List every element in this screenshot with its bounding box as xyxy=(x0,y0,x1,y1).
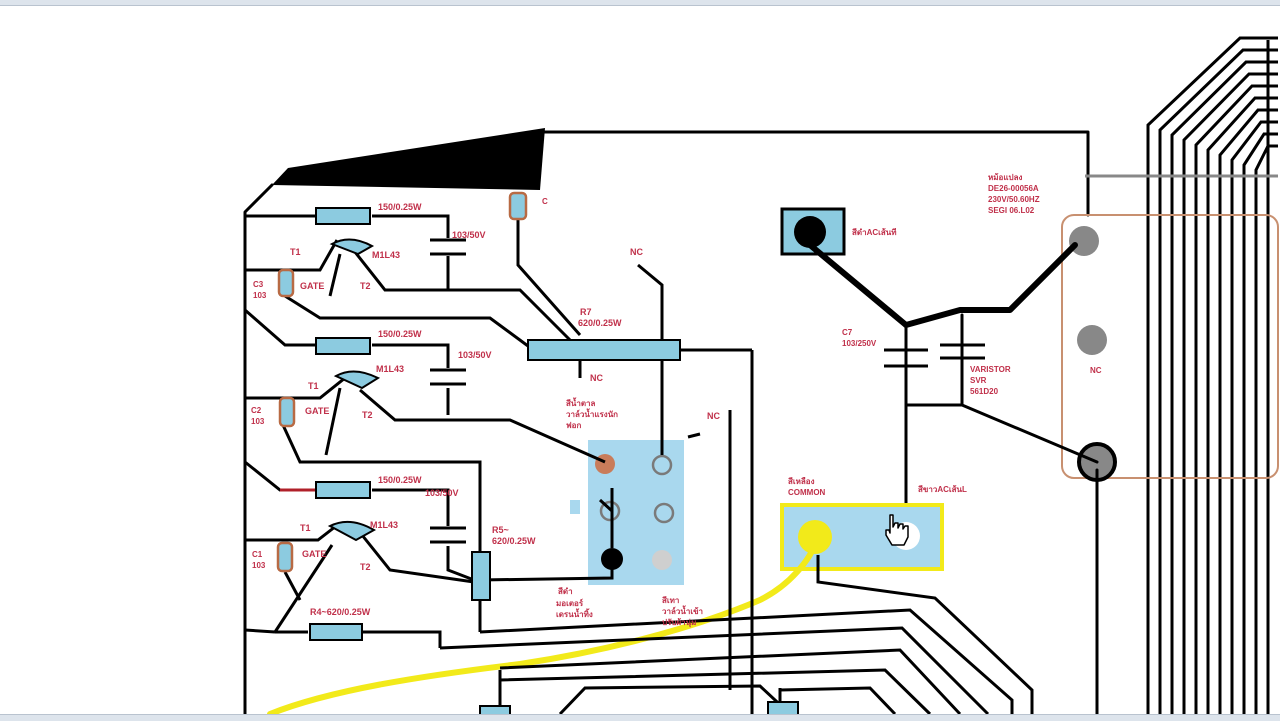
hand-pointer-icon xyxy=(885,514,909,546)
label-gray-3: ปรับผ้านุ่ม xyxy=(662,617,696,628)
resistor-top xyxy=(315,207,371,225)
label-varistor-2: SVR xyxy=(970,376,987,385)
label-r5: R5~ xyxy=(492,525,509,535)
label-transformer-4: SEGI 06.L02 xyxy=(988,206,1035,215)
label-ac-black: สีดำACเส้นที xyxy=(852,227,897,237)
label-brown-1: สีน้ำตาล xyxy=(566,397,596,408)
label-gray-2: วาล์วน้ำเข้า xyxy=(662,605,703,616)
ac-thick-wires xyxy=(807,242,1099,716)
label-brown-3: ฟอก xyxy=(566,421,581,430)
label-nc-connector: NC xyxy=(1090,366,1102,375)
label-t1-b: T1 xyxy=(308,381,319,391)
label-r4: R4~620/0.25W xyxy=(310,607,371,617)
relay-wiring xyxy=(479,218,754,714)
label-c2v: 103 xyxy=(251,417,265,426)
window-top-edge xyxy=(0,0,1280,6)
transformer-windings xyxy=(1146,36,1278,714)
label-brown-2: วาล์วน้ำแรงนัก xyxy=(566,408,618,419)
label-ac-white: สีขาวACเส้นL xyxy=(918,484,967,494)
label-c2: C2 xyxy=(251,406,262,415)
label-r-mid: 150/0.25W xyxy=(378,329,422,339)
resistor-r4 xyxy=(309,623,363,641)
label-t2-a: T2 xyxy=(360,281,371,291)
label-t2-c: T2 xyxy=(360,562,371,572)
connector-block xyxy=(1061,214,1279,482)
board-outline xyxy=(243,128,1090,716)
label-gate-b: GATE xyxy=(305,406,329,416)
label-gate-a: GATE xyxy=(300,281,324,291)
label-varistor-1: VARISTOR xyxy=(970,365,1011,374)
label-c1: C1 xyxy=(252,550,263,559)
label-c7v: 103/250V xyxy=(842,339,877,348)
label-c1v: 103 xyxy=(252,561,266,570)
label-transformer-3: 230V/50.60HZ xyxy=(988,195,1040,204)
label-nc-top: NC xyxy=(630,247,643,257)
label-t1-a: T1 xyxy=(290,247,301,257)
label-cap-mid: 103/50V xyxy=(458,350,492,360)
resistor-mid xyxy=(315,337,371,355)
label-yellow-2: COMMON xyxy=(788,488,826,497)
label-r7v: 620/0.25W xyxy=(578,318,622,328)
label-yellow-1: สีเหลือง xyxy=(788,476,815,486)
label-r-top: 150/0.25W xyxy=(378,202,422,212)
label-r-bot: 150/0.25W xyxy=(378,475,422,485)
resistors xyxy=(309,207,681,641)
resistor-r7 xyxy=(527,339,681,361)
ceramic-caps xyxy=(276,191,528,573)
label-transformer-1: หม้อแปลง xyxy=(988,172,1022,182)
resistor-r5 xyxy=(471,551,491,601)
labels: 150/0.25W 103/50V T1 M1L43 GATE T2 C3 10… xyxy=(251,172,1102,628)
label-r7: R7 xyxy=(580,307,592,317)
label-nc-right: NC xyxy=(707,411,720,421)
label-black-1: สีดำ xyxy=(558,586,573,596)
label-black-3: เดรนน้ำทิ้ง xyxy=(556,608,593,619)
label-t1-c: T1 xyxy=(300,523,311,533)
label-gate-c: GATE xyxy=(302,549,326,559)
label-t2-b: T2 xyxy=(362,410,373,420)
label-r5v: 620/0.25W xyxy=(492,536,536,546)
label-m-b: M1L43 xyxy=(376,364,404,374)
relay-block xyxy=(570,440,684,585)
label-gray-1: สีเทา xyxy=(662,595,680,605)
yellow-common-wire xyxy=(267,537,820,717)
label-m-c: M1L43 xyxy=(370,520,398,530)
label-m-a: M1L43 xyxy=(372,250,400,260)
lower-wire-bundle xyxy=(439,555,1034,716)
resistor-bot xyxy=(315,481,371,499)
varistor xyxy=(940,343,985,360)
window-bottom-edge xyxy=(0,714,1280,721)
label-c3: C3 xyxy=(253,280,264,289)
label-cap-top: 103/50V xyxy=(452,230,486,240)
label-c3v: 103 xyxy=(253,291,267,300)
label-c7: C7 xyxy=(842,328,853,337)
label-c-small: C xyxy=(542,197,548,206)
small-capacitors xyxy=(430,238,466,544)
label-varistor-3: 561D20 xyxy=(970,387,999,396)
label-transformer-2: DE26-00056A xyxy=(988,184,1039,193)
label-black-2: มอเตอร์ xyxy=(556,598,584,608)
label-cap-bot: 103/50V xyxy=(425,488,459,498)
triacs xyxy=(327,238,381,542)
triac-section-wiring xyxy=(244,214,606,648)
capacitor-c7 xyxy=(884,348,928,368)
label-nc-mid: NC xyxy=(590,373,603,383)
